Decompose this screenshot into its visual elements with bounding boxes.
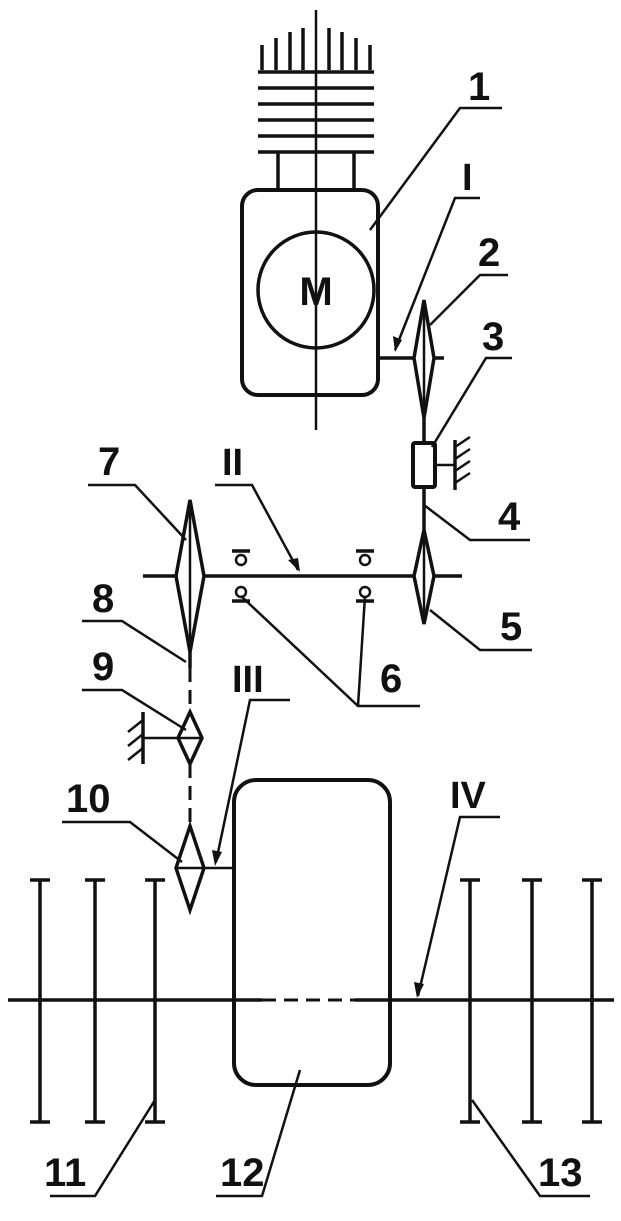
rotor-13 [460,878,602,1124]
label-5: 5 [500,605,522,649]
rotor-11 [30,878,165,1124]
chain-drive [127,652,234,916]
gearbox-12 [232,778,392,1087]
label-12: 12 [220,1151,265,1195]
leader-lines [50,106,590,1198]
label-7: 7 [98,440,120,484]
shaft-i-assembly [378,299,471,530]
motor-symbol: M [299,270,332,314]
motor-housing [240,188,380,397]
shaft-ii-assembly [143,499,462,653]
cooling-fan [258,28,374,190]
motor-assembly: M [240,10,380,430]
bearing-left [232,549,250,603]
label-6: 6 [380,657,402,701]
shaft-iv-assembly [8,878,614,1124]
label-13: 13 [538,1151,583,1195]
label-4: 4 [498,495,521,539]
label-3: 3 [482,315,504,359]
label-8: 8 [92,577,114,621]
motor-symbol-circle [256,230,376,350]
component-labels: 1 2 3 4 5 6 7 8 9 10 11 12 13 I II III I… [44,65,583,1195]
label-shaft-ii: II [222,442,243,484]
label-10: 10 [66,777,111,821]
label-shaft-i: I [462,157,473,199]
tensioner-3 [411,441,437,489]
label-1: 1 [468,65,490,109]
label-shaft-iv: IV [450,775,487,817]
label-2: 2 [478,231,500,275]
label-9: 9 [92,645,114,689]
label-11: 11 [44,1151,86,1195]
label-shaft-iii: III [232,659,264,701]
